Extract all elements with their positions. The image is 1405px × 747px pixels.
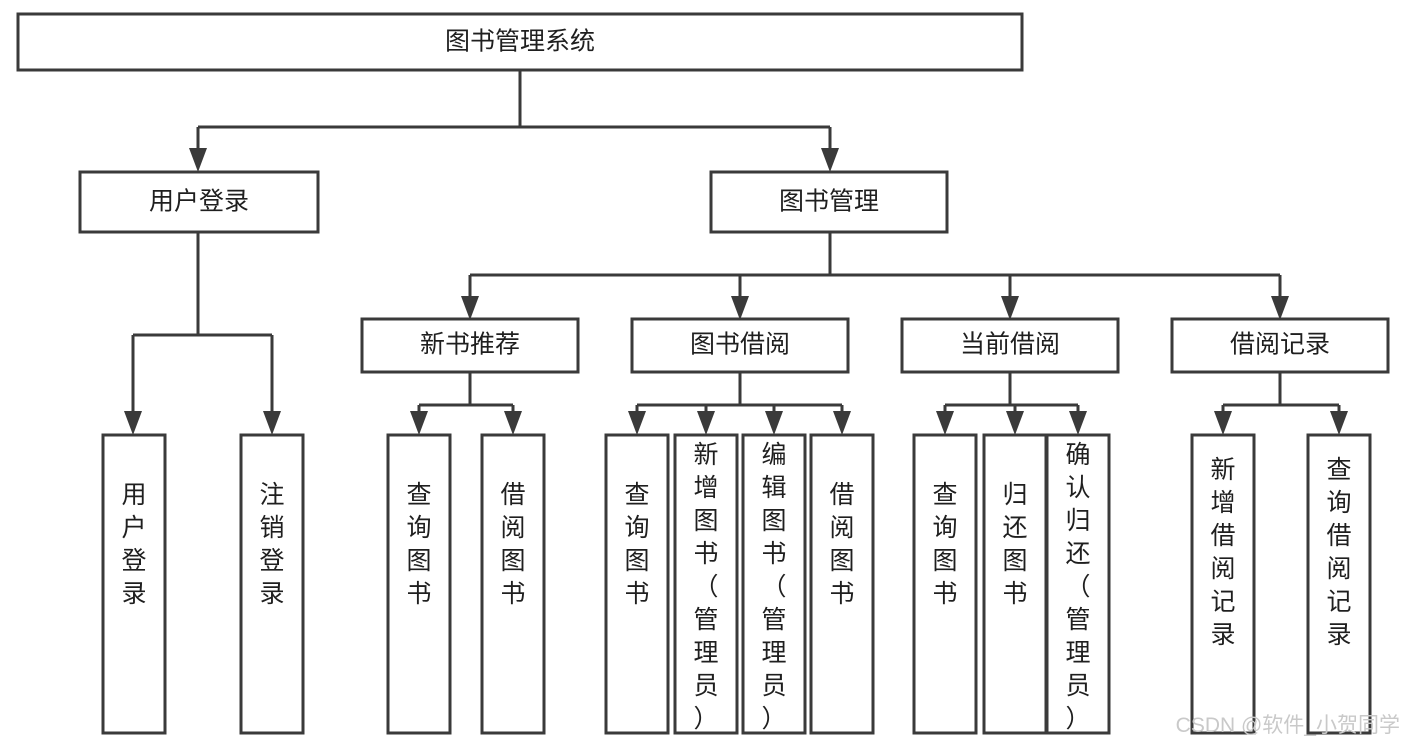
node-new-book-recommend[interactable]: 新书推荐 [360,317,580,374]
connector-group-current-borrow [936,372,1087,435]
leaf-confirm-return-box[interactable] [1045,433,1111,735]
arrow-cb-to-leaf2 [1006,411,1024,435]
leaf-query-book-1-box[interactable] [386,433,452,735]
leaf-node[interactable]: 借阅图书 [480,433,546,735]
arrow-cb-to-leaf1 [936,411,954,435]
leaf-query-record-box[interactable] [1306,433,1372,735]
leaf-query-book-2-label: 查询图书 [624,481,649,608]
connector-group-book-borrow [628,372,851,435]
connector-group-book-manage [461,232,1289,320]
arrow-bm-to-new-book-recommend [461,296,479,320]
leaf-user-login-label: 用户登录 [121,481,146,608]
leaf-user-login-box[interactable] [101,433,167,735]
arrow-bb-to-leaf1 [628,411,646,435]
leaf-edit-book-box[interactable] [741,433,807,735]
leaf-borrow-book-1-label: 借阅图书 [500,481,525,608]
leaf-node[interactable]: 查询图书 [386,433,452,735]
node-book-manage[interactable]: 图书管理 [709,170,949,234]
node-root-label: 图书管理系统 [445,28,595,56]
leaf-node[interactable]: 注销登录 [239,433,305,735]
leaf-add-record-box[interactable] [1190,433,1256,735]
leaf-add-book-label: 新增图书（管理员） [693,441,718,733]
node-book-manage-box[interactable] [709,170,949,234]
arrow-nbr-to-leaf1 [410,411,428,435]
leaf-query-book-3-label: 查询图书 [932,481,957,608]
connector-group-borrow-record [1214,372,1348,435]
node-user-login-box[interactable] [78,170,320,234]
leaf-node[interactable]: 归还图书 [982,433,1048,735]
connector-group-new-book-recommend [410,372,522,435]
leaf-node[interactable]: 借阅图书 [809,433,875,735]
leaf-borrow-book-2-label: 借阅图书 [829,481,854,608]
leaf-query-book-3-box[interactable] [912,433,978,735]
leaf-node[interactable]: 编辑图书（管理员） [741,433,807,735]
leaf-query-book-1-label: 查询图书 [406,481,431,608]
leaf-node[interactable]: 查询借阅记录 [1306,433,1372,735]
leaf-logout-login-box[interactable] [239,433,305,735]
leaf-confirm-return-label: 确认归还（管理员） [1065,441,1090,733]
leaf-node[interactable]: 用户登录 [101,433,167,735]
node-root-box[interactable] [16,12,1024,72]
node-book-borrow-box[interactable] [630,317,850,374]
leaf-node[interactable]: 查询图书 [604,433,670,735]
node-user-login-label: 用户登录 [149,188,249,216]
arrow-cb-to-leaf3 [1069,411,1087,435]
arrow-root-to-user-login [189,148,207,172]
node-user-login[interactable]: 用户登录 [78,170,320,234]
node-new-book-recommend-label: 新书推荐 [420,331,520,359]
connector-group-root [189,70,839,172]
leaf-add-book-box[interactable] [673,433,739,735]
arrow-br-to-leaf2 [1330,411,1348,435]
node-root[interactable]: 图书管理系统 [16,12,1024,72]
leaf-edit-book-label: 编辑图书（管理员） [761,441,786,733]
node-current-borrow[interactable]: 当前借阅 [900,317,1120,374]
leaf-borrow-book-2-box[interactable] [809,433,875,735]
leaf-logout-login-label: 注销登录 [259,481,284,608]
arrow-bb-to-leaf3 [765,411,783,435]
csdn-watermark: CSDN @软件_小贺同学 [1176,714,1400,737]
arrow-bm-to-book-borrow [731,296,749,320]
arrow-bm-to-borrow-record [1271,296,1289,320]
node-borrow-record-label: 借阅记录 [1230,331,1330,359]
arrow-root-to-book-manage [821,148,839,172]
leaf-return-book-label: 归还图书 [1002,481,1027,608]
node-book-manage-label: 图书管理 [779,188,879,216]
arrow-user-login-to-leaf1 [124,411,142,435]
arrow-bm-to-current-borrow [1001,296,1019,320]
node-borrow-record-box[interactable] [1170,317,1390,374]
arrow-br-to-leaf1 [1214,411,1232,435]
arrow-user-login-to-leaf2 [263,411,281,435]
arrow-nbr-to-leaf2 [504,411,522,435]
node-book-borrow-label: 图书借阅 [690,331,790,359]
leaf-add-record-label: 新增借阅记录 [1210,456,1235,649]
leaf-node[interactable]: 新增借阅记录 [1190,433,1256,735]
leaf-node[interactable]: 新增图书（管理员） [673,433,739,735]
node-book-borrow[interactable]: 图书借阅 [630,317,850,374]
node-current-borrow-label: 当前借阅 [960,331,1060,359]
leaf-borrow-book-1-box[interactable] [480,433,546,735]
node-borrow-record[interactable]: 借阅记录 [1170,317,1390,374]
leaf-query-record-label: 查询借阅记录 [1326,456,1351,649]
connector-group-user-login [124,232,281,435]
leaf-node[interactable]: 确认归还（管理员） [1045,433,1111,735]
leaf-query-book-2-box[interactable] [604,433,670,735]
arrow-bb-to-leaf4 [833,411,851,435]
arrow-bb-to-leaf2 [697,411,715,435]
node-current-borrow-box[interactable] [900,317,1120,374]
leaf-node[interactable]: 查询图书 [912,433,978,735]
node-new-book-recommend-box[interactable] [360,317,580,374]
